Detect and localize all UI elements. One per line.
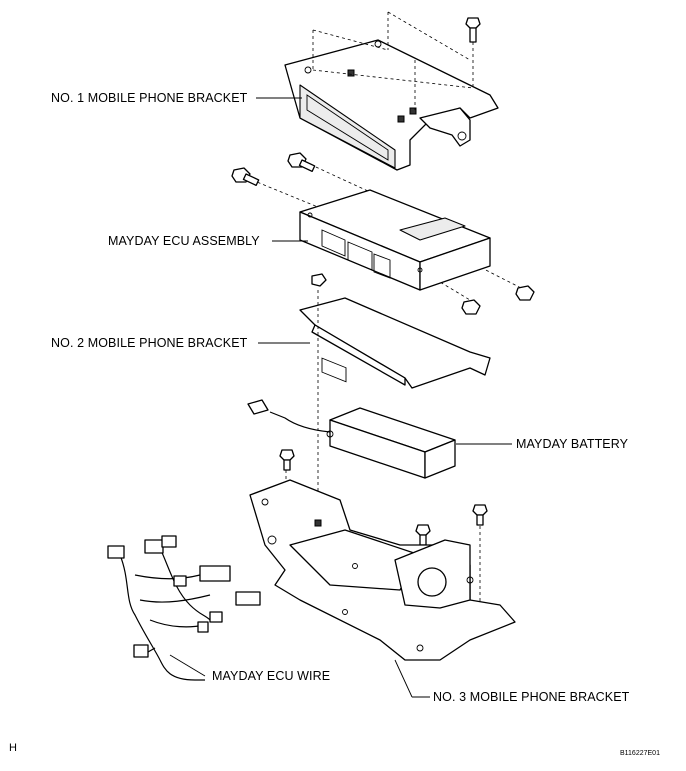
leader-lines	[169, 97, 512, 698]
bolt-icon	[472, 504, 488, 526]
bolt-icon	[415, 524, 431, 546]
label-no2-mobile-phone-bracket: NO. 2 MOBILE PHONE BRACKET	[51, 336, 248, 350]
no2-mobile-phone-bracket	[299, 273, 491, 389]
no3-mobile-phone-bracket	[249, 479, 516, 661]
mayday-battery	[247, 399, 456, 479]
label-mayday-ecu-assembly: MAYDAY ECU ASSEMBLY	[108, 234, 260, 248]
label-mayday-ecu-wire: MAYDAY ECU WIRE	[212, 669, 331, 683]
ecu-bolts	[231, 152, 535, 315]
corner-letter: H	[9, 742, 17, 754]
mayday-ecu-wire	[107, 535, 261, 681]
no1-mobile-phone-bracket	[284, 39, 499, 171]
label-no3-mobile-phone-bracket: NO. 3 MOBILE PHONE BRACKET	[433, 690, 630, 704]
mayday-ecu-assembly	[299, 189, 491, 383]
figure-code: B116227E01	[620, 750, 660, 757]
guide-lines-upper	[251, 11, 526, 301]
bolt-icon	[465, 17, 481, 43]
bolt-icon	[279, 449, 295, 471]
label-no1-mobile-phone-bracket: NO. 1 MOBILE PHONE BRACKET	[51, 91, 248, 105]
label-mayday-battery: MAYDAY BATTERY	[516, 437, 629, 451]
